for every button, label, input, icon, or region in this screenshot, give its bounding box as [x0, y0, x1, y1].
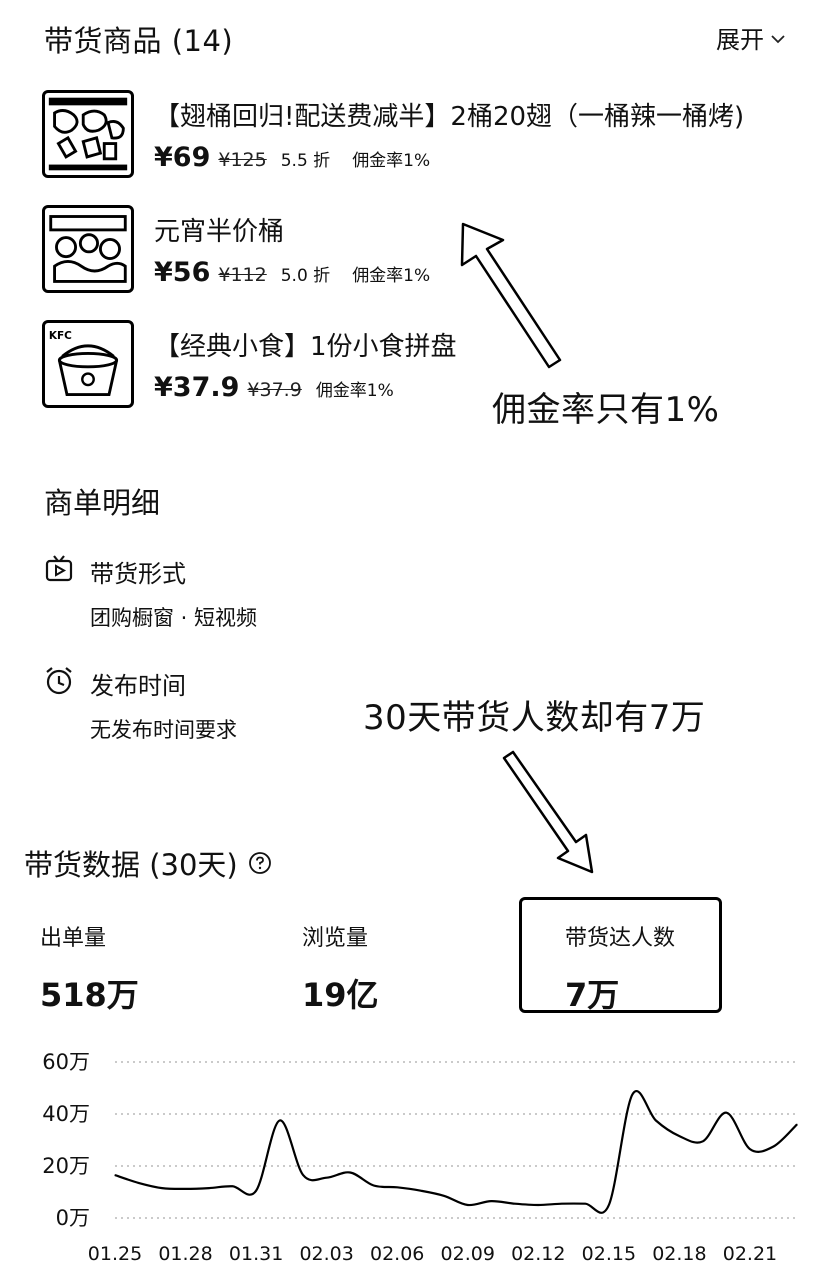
data-point [255, 1190, 257, 1192]
product-discount: 5.5 折 [280, 151, 331, 171]
data-point [396, 1186, 398, 1188]
stat-value: 7万 [565, 976, 620, 1014]
y-tick-label: 20万 [42, 1154, 90, 1178]
data-point [114, 1174, 116, 1176]
expand-button[interactable]: 展开 [716, 20, 786, 55]
details-title: 商单明细 [44, 486, 161, 520]
stat-creators: 带货达人数 7万 [565, 920, 675, 1016]
rice-dumpling-bucket-image [49, 215, 127, 283]
detail-form-label: 带货形式 [90, 560, 186, 588]
data-point [537, 1204, 539, 1206]
help-icon[interactable] [248, 851, 272, 875]
product-title: 【翅桶回归!配送费减半】2桶20翅（一桶辣一桶烤) [154, 102, 745, 132]
data-point [279, 1119, 281, 1122]
x-tick-label: 02.15 [582, 1243, 636, 1265]
x-tick-label: 02.09 [441, 1243, 495, 1265]
down-arrow-icon [502, 750, 594, 874]
stats-title-text: 带货数据 (30天) [24, 848, 238, 882]
product-thumbnail: KFC [42, 320, 134, 408]
data-point [561, 1203, 563, 1205]
creators-annotation: 30天带货人数却有7万 [363, 698, 706, 738]
data-point [420, 1190, 422, 1192]
product-original-price: ¥37.9 [247, 379, 302, 401]
data-point [608, 1204, 610, 1206]
product-title: 元宵半价桶 [154, 217, 285, 247]
highlight-box [519, 897, 722, 1013]
data-point [678, 1135, 681, 1137]
expand-label: 展开 [716, 26, 764, 54]
data-point [702, 1140, 704, 1142]
x-tick-label: 01.28 [158, 1243, 212, 1265]
data-point [490, 1200, 492, 1202]
x-tick-label: 01.25 [88, 1243, 142, 1265]
data-point [349, 1171, 351, 1174]
y-tick-label: 0万 [56, 1206, 90, 1230]
data-point [514, 1203, 516, 1205]
stat-label: 带货达人数 [565, 926, 676, 951]
data-point [137, 1182, 140, 1184]
detail-time-value: 无发布时间要求 [90, 718, 237, 742]
x-tick-label: 02.03 [299, 1243, 353, 1265]
data-point [373, 1184, 375, 1187]
data-point [584, 1203, 586, 1205]
stat-value: 19亿 [302, 976, 379, 1014]
stat-label: 出单量 [40, 926, 107, 951]
stat-views: 浏览量 19亿 [302, 920, 379, 1016]
up-arrow-icon [460, 222, 562, 369]
product-price: ¥56 [154, 257, 211, 288]
chevron-down-icon [771, 34, 785, 43]
data-point [326, 1177, 328, 1179]
x-tick-label: 02.21 [723, 1243, 777, 1265]
product-thumbnail [42, 205, 134, 293]
data-point [302, 1174, 304, 1176]
x-tick-label: 02.06 [370, 1243, 424, 1265]
chicken-bucket-image [48, 97, 128, 171]
product-commission: 佣金率1% [352, 151, 431, 171]
product-item[interactable]: KFC 【经典小食】1份小食拼盘 ¥37.9 ¥37.9 佣金率1% [42, 320, 812, 412]
x-tick-label: 01.31 [229, 1243, 283, 1265]
stat-orders: 出单量 518万 [40, 920, 139, 1016]
data-point [725, 1112, 728, 1114]
section-title: 带货商品 (14) [44, 24, 234, 58]
data-point [749, 1148, 751, 1150]
y-tick-label: 40万 [42, 1102, 90, 1126]
data-point [184, 1188, 187, 1190]
line-chart: 0万 20万 40万 60万 01.25 01.28 01.31 02.03 02.06 02.… [42, 1050, 798, 1265]
y-tick-label: 60万 [42, 1050, 90, 1074]
data-point [467, 1204, 469, 1206]
data-point [655, 1119, 657, 1122]
alarm-clock-icon [46, 667, 72, 695]
product-title: 【经典小食】1份小食拼盘 [154, 332, 457, 362]
data-point [161, 1187, 163, 1189]
product-original-price: ¥125 [218, 149, 267, 171]
stat-label: 浏览量 [302, 926, 369, 951]
series-line [114, 1090, 798, 1214]
x-tick-label: 02.12 [511, 1243, 565, 1265]
product-original-price: ¥112 [218, 264, 267, 286]
product-thumbnail [42, 90, 134, 178]
product-item[interactable]: 元宵半价桶 ¥56 ¥112 5.0 折 佣金率1% [42, 205, 812, 297]
data-point [796, 1123, 798, 1125]
product-discount: 5.0 折 [280, 266, 331, 286]
data-point [231, 1185, 234, 1187]
product-commission: 佣金率1% [352, 266, 431, 286]
stats-title: 带货数据 (30天) [24, 842, 272, 884]
product-commission: 佣金率1% [315, 381, 394, 401]
data-point [772, 1145, 775, 1148]
detail-form-value: 团购橱窗 · 短视频 [90, 606, 258, 630]
snack-platter-image: KFC [49, 330, 119, 397]
svg-text:KFC: KFC [49, 330, 72, 342]
product-item[interactable]: 【翅桶回归!配送费减半】2桶20翅（一桶辣一桶烤) ¥69 ¥125 5.5 折… [42, 90, 812, 182]
data-point [443, 1195, 445, 1197]
product-price: ¥69 [154, 142, 211, 173]
video-play-icon [45, 555, 73, 582]
product-price: ¥37.9 [154, 372, 240, 403]
x-tick-label: 02.18 [652, 1243, 706, 1265]
data-point [208, 1187, 210, 1189]
data-point [631, 1093, 633, 1096]
commission-annotation: 佣金率只有1% [492, 390, 720, 430]
stat-value: 518万 [40, 976, 139, 1014]
detail-time-label: 发布时间 [90, 672, 186, 700]
annotation-arrows [460, 222, 594, 874]
